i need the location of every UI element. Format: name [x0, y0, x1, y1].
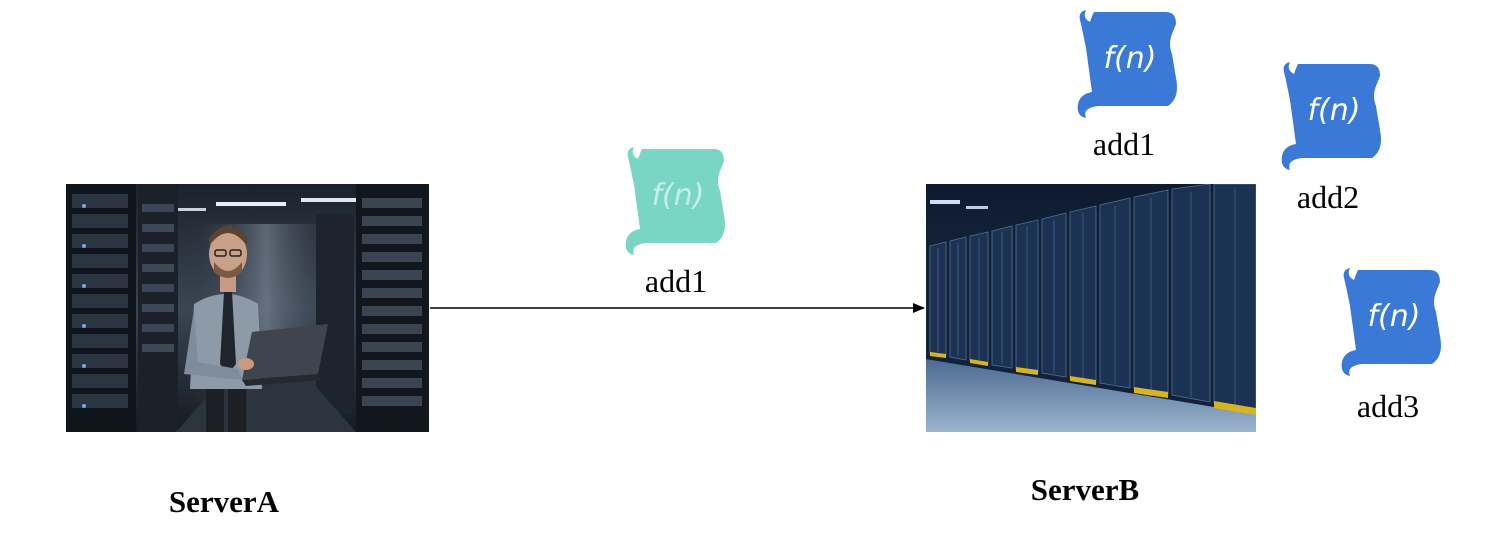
- server-b-function-1-glyph: f(n): [1104, 41, 1157, 76]
- scroll-function-icon: f(n): [624, 145, 730, 257]
- scroll-function-icon: f(n): [1280, 60, 1386, 172]
- scroll-function-icon: f(n): [1076, 8, 1182, 120]
- server-b-label: ServerB: [1030, 472, 1140, 507]
- transfer-function-glyph: f(n): [652, 178, 705, 213]
- server-b-function-2-glyph: f(n): [1308, 93, 1361, 128]
- server-a-photo: [66, 184, 429, 432]
- scroll-function-icon: f(n): [1340, 266, 1446, 378]
- server-b-function-2-label: add2: [1296, 179, 1360, 215]
- transfer-function-label: add1: [644, 263, 708, 299]
- server-a-label: ServerA: [168, 484, 280, 519]
- server-b-function-3-label: add3: [1356, 388, 1420, 424]
- server-b-photo: [926, 184, 1256, 432]
- server-b-function-3-glyph: f(n): [1368, 299, 1421, 334]
- server-b-function-1-label: add1: [1092, 126, 1156, 162]
